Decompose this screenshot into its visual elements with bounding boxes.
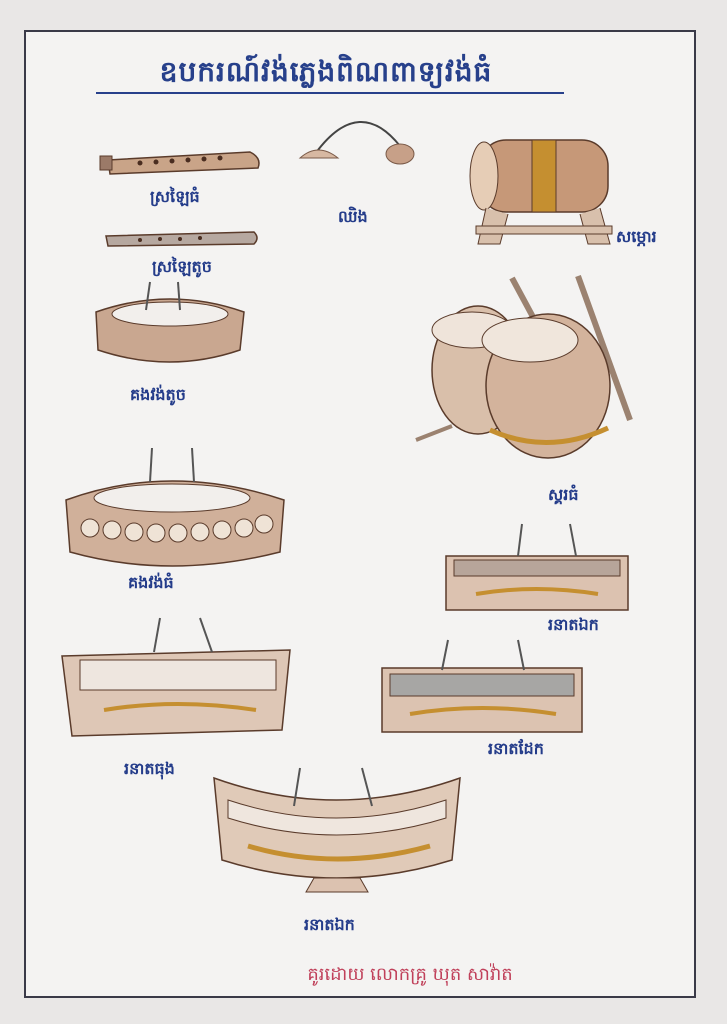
label-sralai-touch: ស្រឡៃតូច (152, 257, 212, 276)
footer-credit: គូរដោយ លោកគ្រូ ឃុត សាវ៉ាត (307, 964, 513, 985)
label-kong-thom: គងវង់ធំ (128, 573, 174, 592)
poster-title: ឧបករណ៍វង់ភ្លេងពិណពាទ្យវង់ធំ (159, 55, 493, 88)
chhing-illustration (298, 121, 415, 165)
roneat-thung-illustration (61, 617, 291, 737)
label-roneat-dek: រនាតដែក (488, 739, 544, 758)
sralai-thom-illustration (99, 151, 260, 175)
label-sralai-thom: ស្រឡៃធំ (150, 187, 200, 206)
label-roneat-ek: រនាតឯក (304, 915, 355, 934)
label-samphor: សម្ភោរ (616, 227, 657, 246)
roneat-ek-illustration (213, 767, 461, 893)
label-roneat-ek-top: រនាតឯក (548, 615, 599, 634)
kong-thom-illustration (65, 447, 285, 567)
label-chhing: ឈិង (338, 207, 368, 226)
skor-thom-illustration (415, 274, 633, 459)
label-roneat-thung: រនាតធុង (124, 759, 175, 778)
roneat-ek-top-illustration (445, 523, 629, 611)
samphor-illustration (469, 139, 613, 245)
title-underline (96, 92, 564, 94)
sralai-touch-illustration (105, 231, 258, 247)
kong-touch-illustration (95, 281, 245, 363)
label-kong-touch: គងវង់តូច (130, 385, 186, 404)
roneat-dek-illustration (381, 639, 583, 733)
label-skor-thom: ស្គរធំ (548, 485, 579, 504)
